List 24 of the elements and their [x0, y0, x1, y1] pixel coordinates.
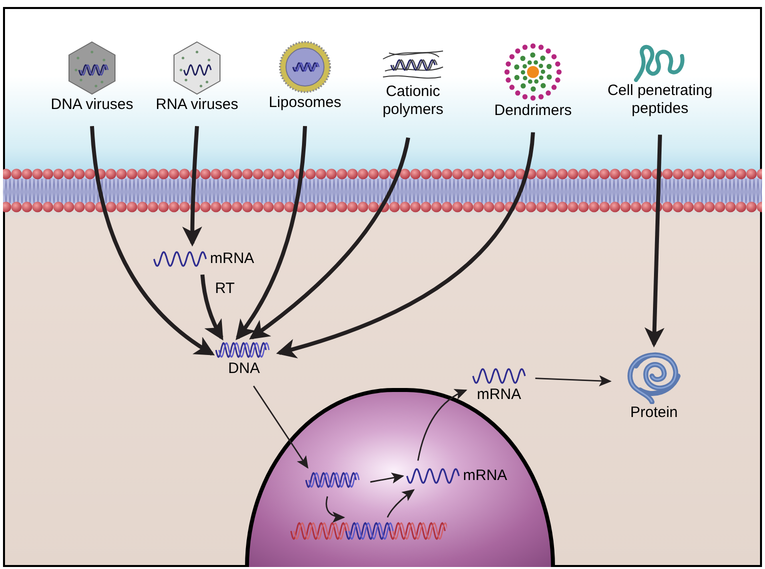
arrow — [417, 390, 468, 461]
arrow — [644, 134, 664, 348]
arrow — [90, 126, 215, 356]
arrow — [253, 386, 308, 469]
arrow — [386, 489, 415, 518]
node-label: Dendrimers — [494, 102, 572, 120]
node-label: RNA viruses — [156, 96, 238, 114]
arrow — [249, 137, 410, 340]
node-label: DNA — [228, 360, 260, 378]
arrow — [200, 274, 224, 340]
node-label: Protein — [630, 404, 678, 422]
node-label: Cell penetrating peptides — [606, 82, 714, 118]
node-label: mRNA — [463, 467, 508, 485]
arrow — [276, 132, 535, 358]
node-label: Liposomes — [268, 94, 342, 112]
node-label: DNA viruses — [50, 96, 134, 114]
node-label: mRNA — [210, 250, 254, 268]
arrow — [236, 126, 307, 340]
arrow — [535, 375, 612, 386]
node-label: Cationic polymers — [382, 83, 444, 119]
arrow — [182, 126, 202, 247]
node-label: mRNA — [476, 386, 522, 404]
arrow — [370, 472, 404, 484]
arrow — [326, 496, 346, 522]
